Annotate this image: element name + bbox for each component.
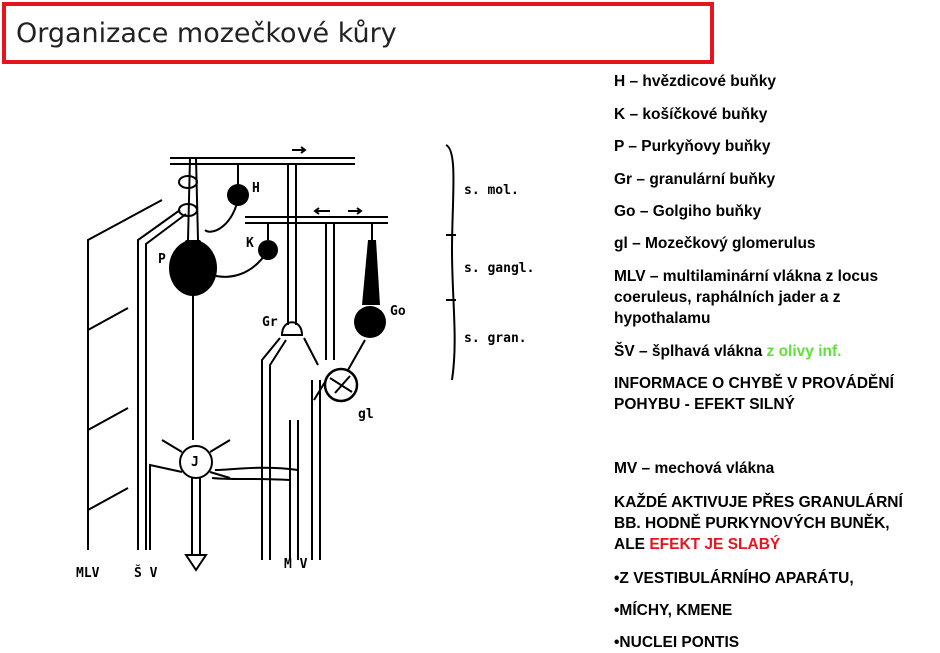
cerebellar-cortex-diagram: H K P Gr Go gl J s. mol. s. gangl. s. gr…: [0, 0, 600, 648]
legend-mlv-3: hypothalamu: [614, 309, 710, 329]
layer-label-mol: s. mol.: [464, 183, 519, 198]
label-sv: Š V: [134, 565, 158, 581]
label-p: P: [158, 252, 166, 267]
mossy-fiber-branch-2: [212, 478, 290, 480]
golgi-cell: [354, 306, 386, 338]
granule-axon-2: [326, 223, 334, 360]
legend-kazde-3-prefix: ALE: [614, 536, 649, 553]
legend-k: K – košíčkové buňky: [614, 105, 767, 125]
legend-src-1: •Z VESTIBULÁRNÍHO APARÁTU,: [614, 569, 854, 589]
nucleus-axon: [192, 478, 200, 555]
nucleus-dendrites: [150, 440, 230, 550]
mlv-branch-2: [88, 408, 128, 430]
layer-label-gran: s. gran.: [464, 331, 527, 346]
label-j: J: [191, 455, 199, 470]
legend-gr: Gr – granulární buňky: [614, 170, 775, 190]
legend-h: H – hvězdicové buňky: [614, 72, 776, 92]
label-mlv: MLV: [76, 566, 100, 581]
legend-src-3: •NUCLEI PONTIS: [614, 633, 739, 653]
nucleus-axon-arrow: [186, 555, 206, 570]
label-mv: M V: [284, 557, 308, 572]
legend-sv-prefix: ŠV – šplhavá vlákna: [614, 343, 767, 360]
purkinje-cell-neck: [178, 240, 208, 250]
arrow-right-lower: [348, 208, 361, 214]
arrow-right-upper: [292, 147, 305, 153]
legend-mlv-2: coeruleus, raphálních jader a z: [614, 288, 841, 308]
stellate-cell: [227, 184, 249, 206]
legend-mlv-1: MLV – multilaminární vlákna z locus: [614, 267, 878, 287]
label-go: Go: [390, 304, 406, 319]
legend-src-2: •MÍCHY, KMENE: [614, 601, 732, 621]
label-gl: gl: [358, 407, 374, 422]
legend-info-2: POHYBU - EFEKT SILNÝ: [614, 395, 795, 415]
legend-info-1: INFORMACE O CHYBĚ V PROVÁDĚNÍ: [614, 374, 894, 394]
granule-cell-body: [282, 322, 302, 335]
legend-kazde-3: ALE EFEKT JE SLABÝ: [614, 535, 780, 555]
legend-kazde-1: KAŽDÉ AKTIVUJE PŘES GRANULÁRNÍ: [614, 493, 903, 513]
legend-p: P – Purkyňovy buňky: [614, 137, 771, 157]
label-k: K: [246, 236, 254, 251]
mlv-branch-1: [88, 308, 128, 330]
legend-kazde-2: BB. HODNĚ PURKYNOVÝCH BUNĚK,: [614, 514, 890, 534]
legend-sv: ŠV – šplhavá vlákna z olivy inf.: [614, 342, 841, 362]
basket-cell: [258, 240, 278, 260]
legend-go: Go – Golgiho buňky: [614, 202, 761, 222]
legend-kazde-3-red: EFEKT JE SLABÝ: [649, 536, 780, 553]
glomerulus-inner: [330, 376, 352, 393]
mlv-branch-3: [88, 488, 128, 510]
layer-bracket: [446, 145, 455, 380]
legend-mv: MV – mechová vlákna: [614, 459, 774, 479]
k-cell-axon: [212, 255, 265, 277]
label-h: H: [252, 181, 260, 196]
legend-sv-source: z olivy inf.: [767, 343, 842, 360]
layer-label-gangl: s. gangl.: [464, 261, 534, 276]
granule-axon: [288, 164, 296, 325]
label-gr: Gr: [262, 315, 278, 330]
climbing-fiber-loop: [179, 176, 197, 188]
legend-gl: gl – Mozečkový glomerulus: [614, 234, 816, 254]
golgi-cell-neck: [362, 240, 380, 305]
arrow-left-lower: [315, 208, 330, 214]
golgi-axon: [348, 340, 365, 370]
purkinje-dendrite: [188, 158, 198, 240]
mossy-fiber-branch: [215, 468, 298, 470]
